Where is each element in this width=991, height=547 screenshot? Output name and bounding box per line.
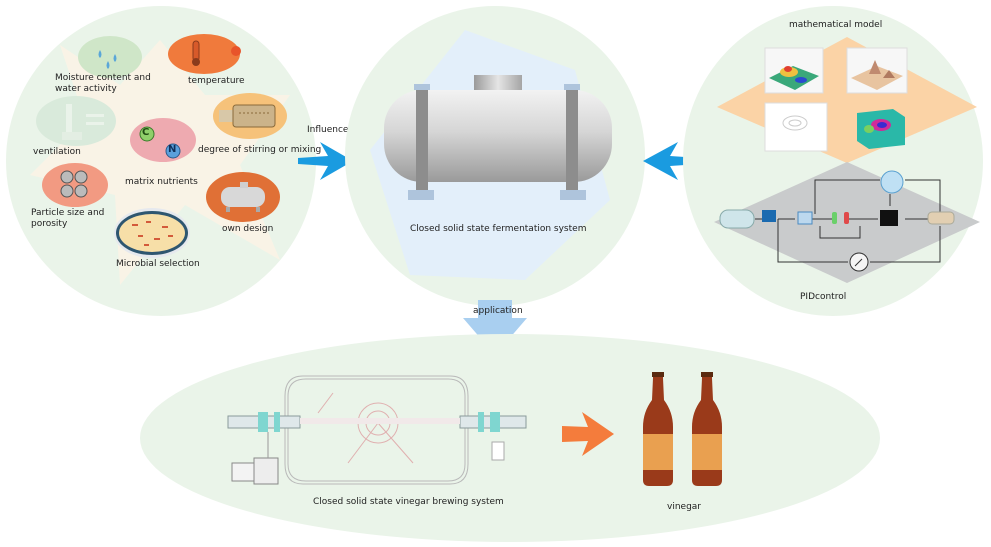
influence-label: Influence xyxy=(307,125,349,135)
vinegar-system-caption: Closed solid state vinegar brewing syste… xyxy=(313,497,504,507)
carbon-letter: C xyxy=(142,127,150,138)
fermentation-system-caption: Closed solid state fermentation system xyxy=(410,224,587,234)
tank-icon xyxy=(206,172,280,222)
nitrogen-letter: N xyxy=(168,144,177,155)
petri-dish-icon xyxy=(114,208,190,258)
factor-label-microbial: Microbial selection xyxy=(116,259,200,269)
ventilation-icon xyxy=(36,96,116,146)
vinegar-bottle-icon xyxy=(643,372,673,486)
factor-label-stirring: degree of stirring or mixing xyxy=(198,145,322,155)
thermometer-icon xyxy=(168,34,241,74)
application-arrow-down xyxy=(463,300,527,355)
model-arrow-left xyxy=(643,142,700,180)
fermentation-tank-icon xyxy=(384,75,612,200)
vinegar-caption: vinegar xyxy=(667,502,701,512)
vinegar-bottle-icon xyxy=(692,372,722,486)
volume-plot xyxy=(857,109,905,149)
mathematical-model-label: mathematical model xyxy=(789,20,883,30)
surface-plot-1 xyxy=(764,47,824,94)
vinegar-brewing-system-drawing xyxy=(227,375,527,485)
factor-label-design: own design xyxy=(222,224,274,234)
carbon-nitrogen-icon xyxy=(130,118,196,162)
factor-label-particle: Particle size and porosity xyxy=(31,208,105,229)
surface-plot-2 xyxy=(846,47,908,94)
contour-plot xyxy=(764,102,828,152)
particles-icon xyxy=(42,163,108,207)
product-arrow-right xyxy=(562,412,614,456)
factor-label-moisture: Moisture content and water activity xyxy=(55,73,151,94)
water-drops-icon xyxy=(78,36,142,78)
factor-label-temperature: temperature xyxy=(188,76,245,86)
application-ellipse xyxy=(140,334,880,542)
factor-label-matrix: matrix nutrients xyxy=(125,177,198,187)
mixer-icon xyxy=(213,93,287,139)
influence-arrow-right xyxy=(298,142,353,180)
factor-label-ventilation: ventilation xyxy=(33,147,81,157)
pid-control-label: PIDcontrol xyxy=(800,292,847,302)
application-label: application xyxy=(473,306,523,316)
pid-control-diagram xyxy=(719,170,955,272)
